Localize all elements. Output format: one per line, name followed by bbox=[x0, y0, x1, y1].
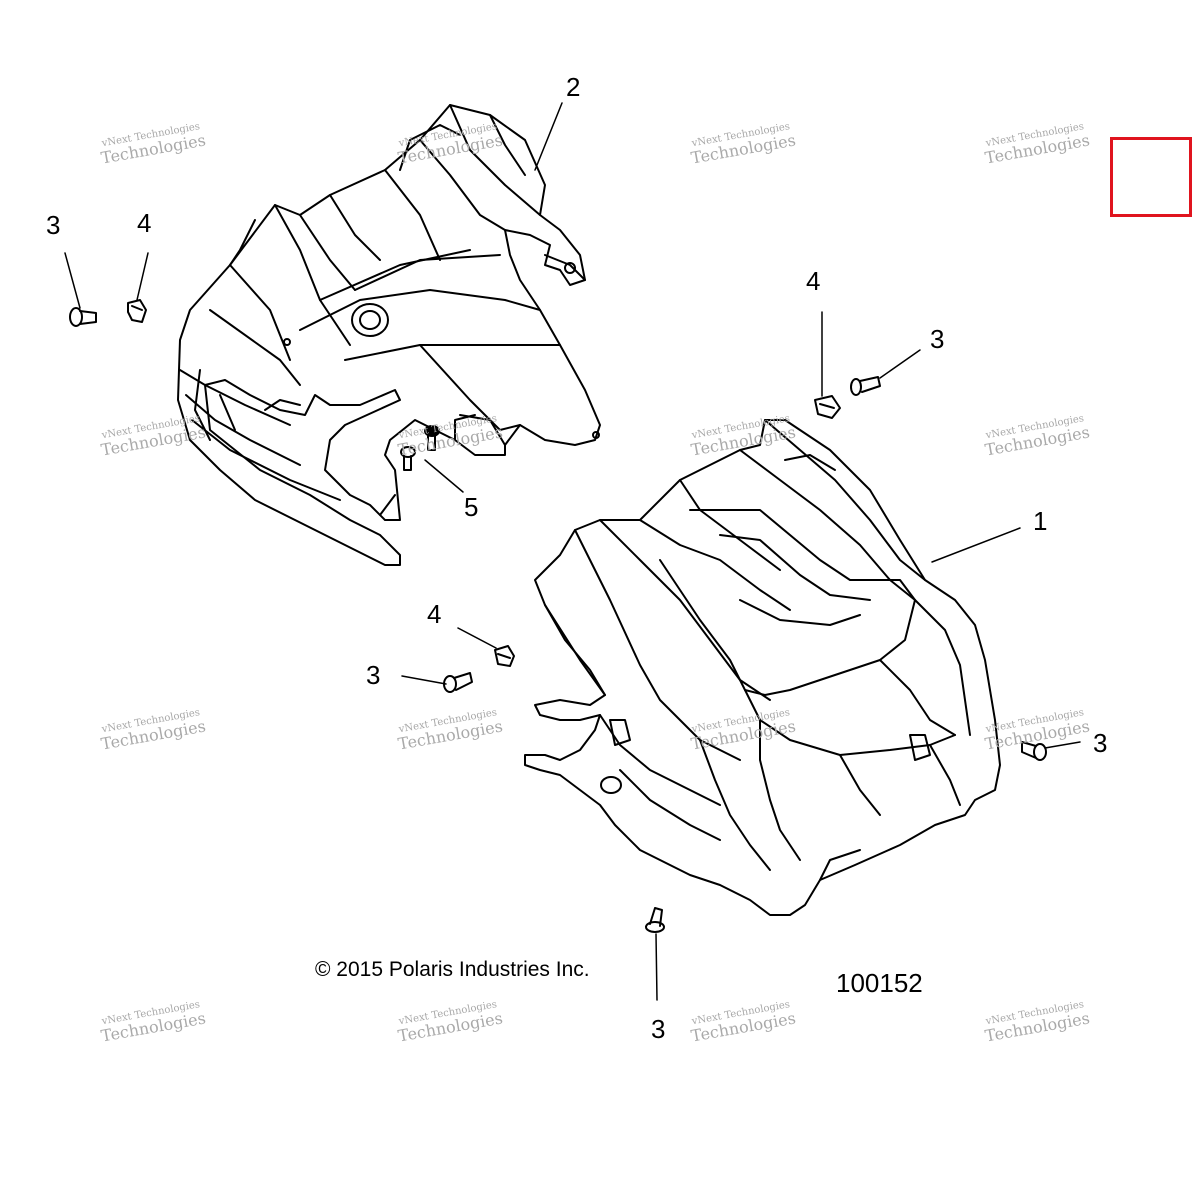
screw-icon bbox=[400, 425, 440, 471]
callout-4-right: 4 bbox=[806, 266, 821, 296]
upper-dash-panel-icon bbox=[177, 104, 601, 566]
clip-nut-icon bbox=[127, 299, 147, 323]
push-rivet-icon bbox=[69, 307, 97, 327]
push-rivet-icon bbox=[850, 376, 881, 396]
clip-nut-icon bbox=[814, 395, 841, 419]
diagram-number: 100152 bbox=[836, 968, 923, 998]
front-hood-panel-icon bbox=[524, 419, 1001, 916]
callout-2: 2 bbox=[566, 72, 581, 102]
highlight-box bbox=[1110, 137, 1192, 217]
copyright-notice: © 2015 Polaris Industries Inc. bbox=[315, 958, 590, 981]
callout-5: 5 bbox=[464, 492, 479, 522]
callout-3-bottom: 3 bbox=[651, 1014, 666, 1044]
callout-3-mid: 3 bbox=[366, 660, 381, 690]
callout-3-top-left: 3 bbox=[46, 210, 61, 240]
push-rivet-icon bbox=[1021, 741, 1047, 761]
clip-nut-icon bbox=[494, 645, 515, 667]
callout-3-right-bottom: 3 bbox=[1093, 728, 1108, 758]
leader-lines bbox=[64, 102, 1081, 1001]
callout-1: 1 bbox=[1033, 506, 1048, 536]
callout-4-mid: 4 bbox=[427, 599, 442, 629]
callout-3-right-top: 3 bbox=[930, 324, 945, 354]
push-rivet-icon bbox=[645, 907, 665, 933]
push-rivet-icon bbox=[443, 672, 473, 693]
callout-4-top-left: 4 bbox=[137, 208, 152, 238]
